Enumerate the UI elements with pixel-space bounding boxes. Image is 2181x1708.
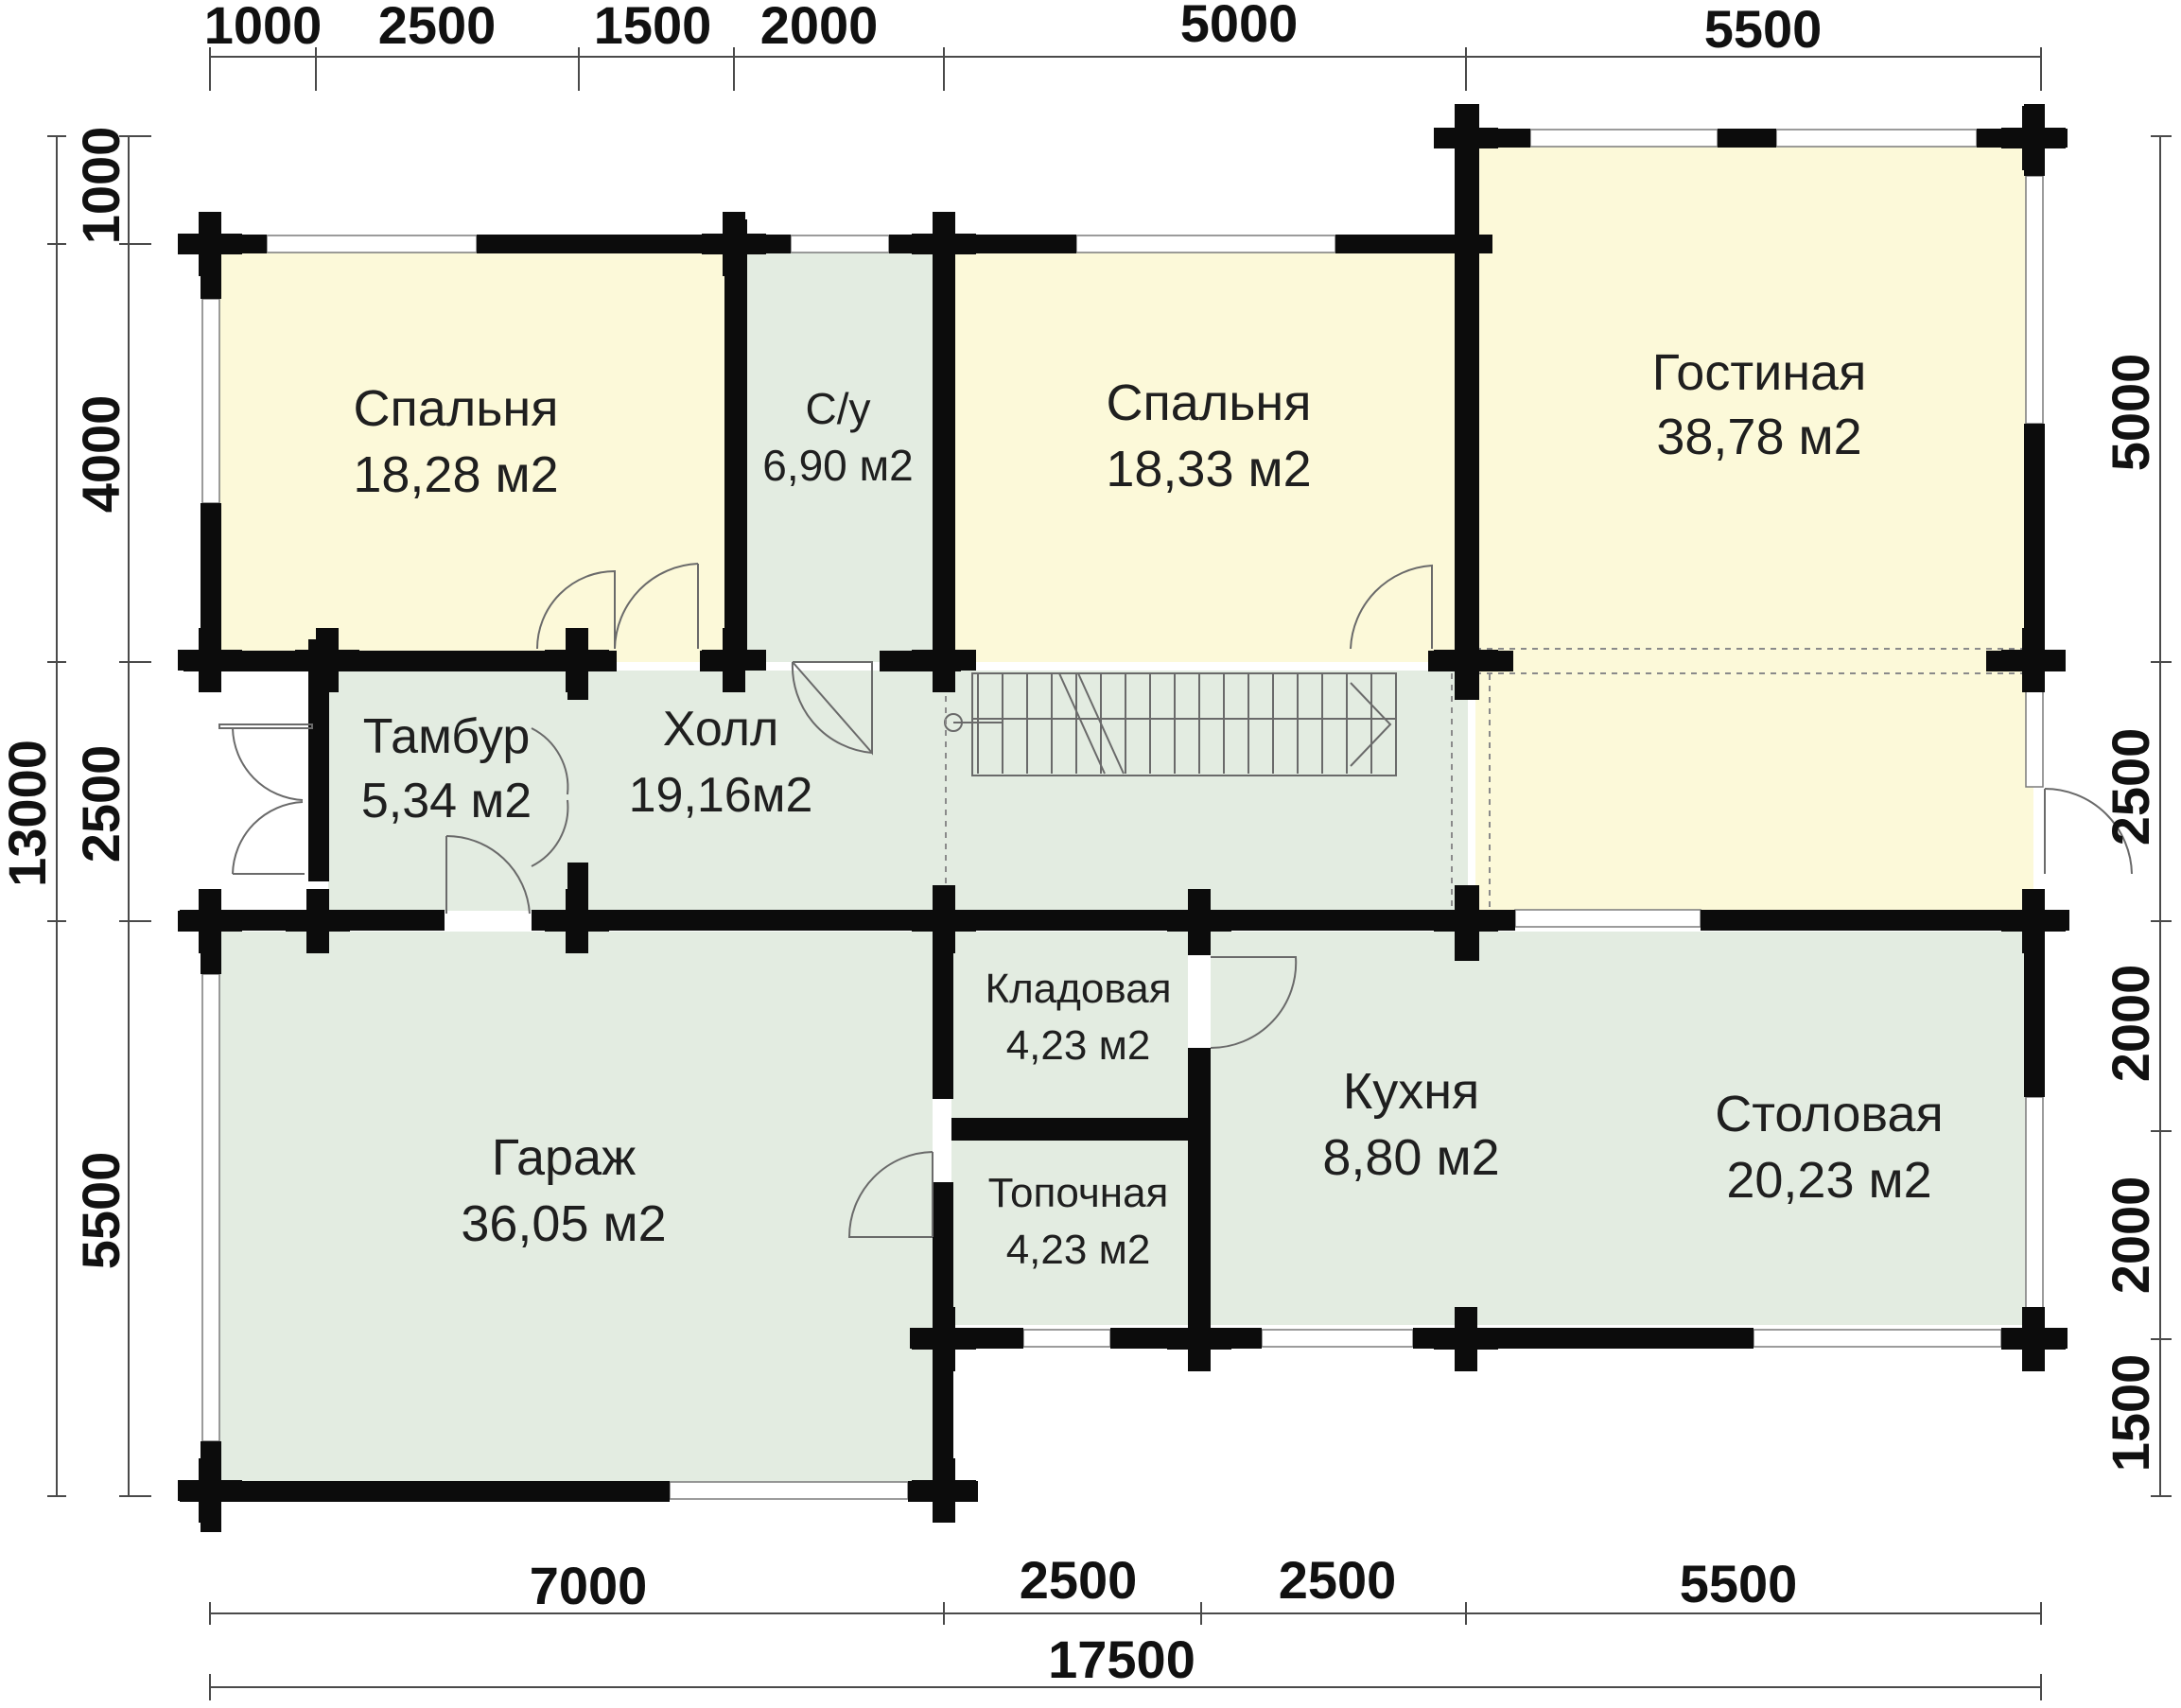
- dim-top-6: 5500: [1704, 0, 1823, 59]
- kitchen-area: 8,80 м2: [1322, 1129, 1499, 1186]
- hall-floor: [579, 671, 1468, 911]
- dim-overall: 17500: [1048, 1630, 1195, 1689]
- bedroom1-floor: [212, 244, 724, 662]
- living-name: Гостиная: [1652, 344, 1867, 401]
- living-floor: [1475, 147, 2033, 912]
- living-area: 38,78 м2: [1656, 409, 1861, 465]
- bedroom1-area: 18,28 м2: [353, 446, 558, 503]
- bedroom2-name: Спальня: [1107, 375, 1312, 431]
- boiler-name: Топочная: [988, 1170, 1169, 1216]
- garage-area: 36,05 м2: [461, 1195, 666, 1252]
- dim-right-2: 2500: [2101, 728, 2160, 846]
- dim-top-1: 1000: [204, 0, 323, 55]
- pantry-floor: [951, 932, 1188, 1126]
- dim-bottom-1: 7000: [530, 1556, 648, 1615]
- boiler-floor: [951, 1136, 1188, 1325]
- dim-right-1: 5000: [2101, 354, 2160, 472]
- bedroom1-name: Спальня: [354, 380, 559, 437]
- garage-name: Гараж: [492, 1129, 636, 1186]
- hall-area: 19,16м2: [629, 768, 813, 823]
- kitchen-floor: [1211, 932, 2033, 1325]
- dining-name: Столовая: [1715, 1086, 1943, 1142]
- dashed-lines: [945, 648, 2033, 910]
- dim-bottom-4: 5500: [1680, 1554, 1798, 1613]
- wall-posts: [178, 106, 2066, 1523]
- dim-top-4: 2000: [760, 0, 879, 55]
- dimension-lines: [47, 47, 2172, 1700]
- dimension-texts: 1000 2500 1500 2000 5000 5500 7000 2500 …: [0, 0, 2160, 1689]
- vestibule-name: Тамбур: [363, 709, 531, 764]
- bath-floor: [747, 244, 942, 662]
- room-labels: Спальня 18,28 м2 С/у 6,90 м2 Спальня 18,…: [353, 344, 1943, 1273]
- dining-area: 20,23 м2: [1726, 1152, 1931, 1209]
- dim-left-3: 2500: [71, 745, 131, 863]
- dim-top-3: 1500: [594, 0, 712, 55]
- dim-right-4: 2000: [2101, 1176, 2160, 1295]
- bath-name: С/у: [806, 384, 871, 433]
- doors: [232, 563, 2133, 1238]
- room-fills: [212, 147, 2033, 1490]
- pantry-area: 4,23 м2: [1006, 1022, 1151, 1069]
- dim-left-1: 1000: [71, 127, 131, 245]
- vestibule-floor: [328, 671, 579, 911]
- dim-left-total: 13000: [0, 740, 57, 887]
- pantry-name: Кладовая: [985, 966, 1171, 1012]
- dim-top-5: 5000: [1180, 0, 1299, 53]
- dim-bottom-3: 2500: [1279, 1550, 1397, 1610]
- bath-area: 6,90 м2: [762, 441, 914, 490]
- dim-left-2: 4000: [71, 395, 131, 514]
- dim-right-5: 1500: [2101, 1354, 2160, 1473]
- staircase: [944, 672, 1397, 776]
- vestibule-area: 5,34 м2: [361, 774, 532, 828]
- kitchen-name: Кухня: [1343, 1063, 1480, 1120]
- hall-name: Холл: [663, 702, 779, 757]
- dim-top-2: 2500: [378, 0, 497, 55]
- dim-right-3: 2000: [2101, 965, 2160, 1083]
- garage-floor: [212, 932, 933, 1490]
- dim-bottom-2: 2500: [1020, 1550, 1138, 1610]
- boiler-area: 4,23 м2: [1006, 1227, 1151, 1273]
- bedroom2-area: 18,33 м2: [1106, 441, 1311, 497]
- dim-left-4: 5500: [71, 1152, 131, 1270]
